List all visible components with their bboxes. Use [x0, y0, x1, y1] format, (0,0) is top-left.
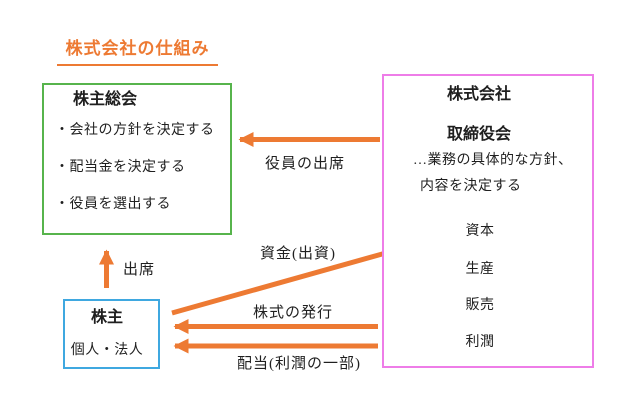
- label-dividend: 配当(利潤の一部): [237, 356, 361, 372]
- company-title: 株式会社: [446, 86, 512, 103]
- label-officers-attendance: 役員の出席: [264, 156, 346, 172]
- board-desc-line2: 内容を決定する: [420, 179, 522, 194]
- meeting-item-2: ・配当金を決定する: [55, 160, 186, 175]
- page-title: 株式会社の仕組み: [57, 34, 218, 66]
- meeting-item-3: ・役員を選出する: [55, 197, 171, 212]
- label-funds: 資金(出資): [260, 246, 336, 262]
- shareholder-subtitle: 個人・法人: [70, 343, 144, 358]
- flow-item-production: 生産: [465, 262, 495, 277]
- label-attendance: 出席: [122, 262, 156, 278]
- shareholders-meeting-box: 株主総会 ・会社の方針を決定する ・配当金を決定する ・役員を選出する: [42, 83, 232, 235]
- company-box: 株式会社 取締役会 …業務の具体的な方針、 内容を決定する 資本 生産 販売 利…: [382, 74, 594, 368]
- shareholder-title: 株主: [90, 309, 124, 326]
- flow-item-profit: 利潤: [465, 335, 495, 350]
- flow-item-capital: 資本: [465, 224, 495, 239]
- board-title: 取締役会: [446, 126, 512, 143]
- meeting-item-1: ・会社の方針を決定する: [55, 123, 215, 138]
- shareholder-box: 株主 個人・法人: [63, 299, 160, 369]
- label-stock-issue: 株式の発行: [252, 305, 334, 321]
- shareholders-meeting-title: 株主総会: [73, 91, 138, 108]
- flow-item-sales: 販売: [465, 298, 495, 313]
- board-desc-line1: …業務の具体的な方針、: [413, 153, 573, 168]
